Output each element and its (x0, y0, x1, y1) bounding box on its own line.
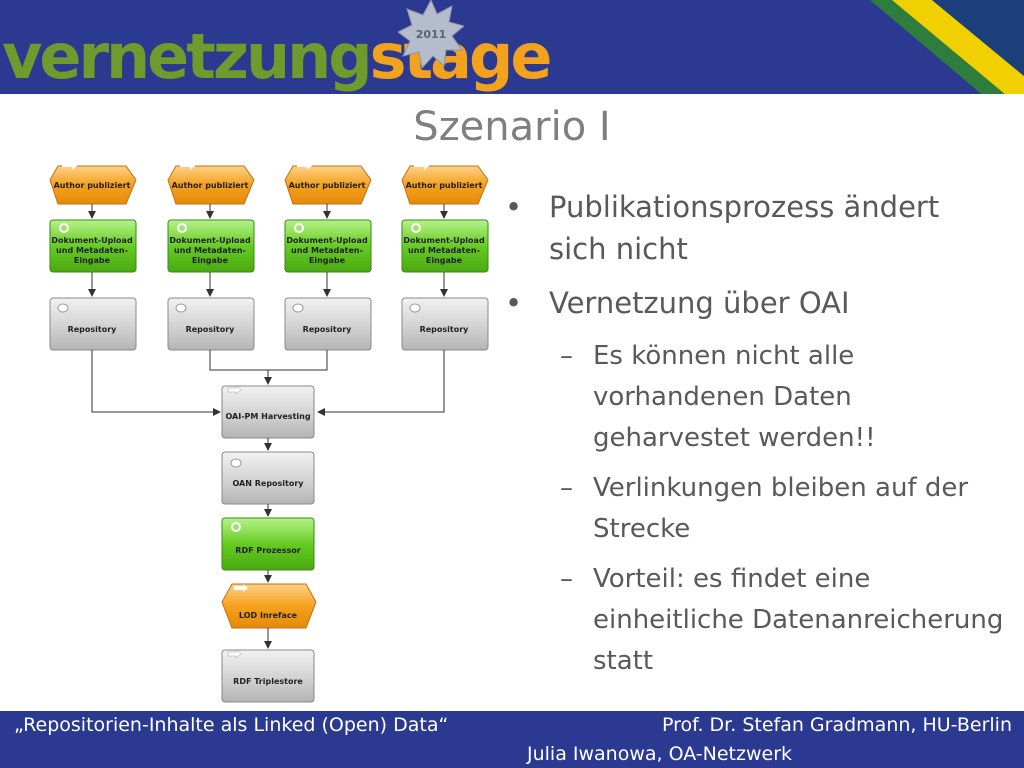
author-label: Author publiziert (289, 181, 366, 190)
function-upload (167, 219, 255, 273)
function-upload (49, 219, 137, 273)
bullet-dot-icon: • (505, 286, 523, 320)
bullet-item: • Publikationsprozess ändert sich nicht (505, 186, 1005, 270)
event-author-publiziert (401, 165, 489, 205)
column-1: Author publiziert Dokument-Upload und Me… (49, 160, 137, 351)
footer-author-2: Julia Iwanowa, OA-Netzwerk (527, 743, 793, 765)
storage-repository (167, 297, 255, 351)
bullet-dash-icon: – (560, 341, 573, 371)
event-arrow-icon (297, 160, 313, 170)
function-rdf-prozessor (221, 517, 315, 571)
subbullet-item: – Vorteil: es findet eine einheitliche D… (505, 559, 1005, 682)
storage-repository (284, 297, 372, 351)
triplestore-arrow-icon (227, 649, 242, 659)
corner-stripes (870, 0, 1024, 94)
upload-label-line-1: Dokument-Upload (169, 236, 251, 245)
logo: vernetzungstage (2, 20, 552, 93)
database-icon (57, 303, 69, 313)
event-lod-interface (221, 583, 317, 629)
storage-rdf-triplestore (221, 649, 315, 703)
function-gear-icon (59, 223, 69, 233)
slide-title: Szenario I (413, 104, 611, 150)
repository-label: Repository (420, 325, 470, 334)
function-upload (284, 219, 372, 273)
subbullet-item: – Es können nicht alle vorhandenen Daten… (505, 336, 1005, 459)
bullet-dash-icon: – (560, 564, 573, 594)
upload-label-line-1: Dokument-Upload (51, 236, 133, 245)
function-gear-icon (294, 223, 304, 233)
lod-label: LOD Inreface (239, 611, 298, 620)
database-icon (230, 458, 242, 468)
function-gear-icon (411, 223, 421, 233)
database-icon (292, 303, 304, 313)
process-diagram-svg: Author publiziert Dokument-Upload und Me… (49, 160, 489, 703)
upload-label-line-3: Eingabe (309, 256, 346, 265)
upload-label-line-1: Dokument-Upload (403, 236, 485, 245)
harvesting-label: OAI-PM Harvesting (225, 412, 310, 421)
event-arrow-icon (180, 160, 196, 170)
subbullet-text: Vorteil: es findet eine einheitliche Dat… (593, 564, 1004, 676)
badge-year-label: 2011 (416, 28, 447, 41)
upload-label-line-2: und Metadaten- (174, 246, 246, 255)
bullet-text: Publikationsprozess ändert sich nicht (549, 190, 940, 266)
repository-label: Repository (68, 325, 118, 334)
subbullet-text: Es können nicht alle vorhandenen Daten g… (593, 341, 876, 453)
upload-label-line-2: und Metadaten- (56, 246, 128, 255)
upload-label-line-3: Eingabe (426, 256, 463, 265)
harvesting-arrow-icon (227, 385, 242, 395)
author-label: Author publiziert (54, 181, 131, 190)
storage-repository (49, 297, 137, 351)
column-4: Author publiziert Dokument-Upload und Me… (401, 160, 489, 351)
harvest-connectors (91, 350, 445, 416)
upload-label-line-3: Eingabe (74, 256, 111, 265)
bullet-item: • Vernetzung über OAI (505, 282, 1005, 324)
repository-label: Repository (186, 325, 236, 334)
upload-label-line-3: Eingabe (192, 256, 229, 265)
function-gear-icon (231, 522, 241, 532)
header-band: vernetzungstage 2011 (0, 0, 1024, 94)
upload-label-line-1: Dokument-Upload (286, 236, 368, 245)
database-icon (409, 303, 421, 313)
storage-repository (401, 297, 489, 351)
bullet-dash-icon: – (560, 473, 573, 503)
author-label: Author publiziert (172, 181, 249, 190)
bullet-dot-icon: • (505, 190, 523, 224)
database-icon (175, 303, 187, 313)
event-author-publiziert (49, 165, 137, 205)
logo-part-vernetzung: vernetzung (2, 20, 373, 93)
event-arrow-icon (234, 584, 248, 592)
function-upload (401, 219, 489, 273)
author-label: Author publiziert (406, 181, 483, 190)
year-badge-star: 2011 (398, 0, 464, 70)
repository-label: Repository (303, 325, 353, 334)
upload-label-line-2: und Metadaten- (408, 246, 480, 255)
oan-label: OAN Repository (232, 479, 304, 488)
footer-author-1: Prof. Dr. Stefan Gradmann, HU-Berlin (662, 714, 1012, 736)
triplestore-label: RDF Triplestore (233, 677, 303, 686)
function-gear-icon (177, 223, 187, 233)
bullet-list: • Publikationsprozess ändert sich nicht … (505, 186, 1005, 691)
subbullet-item: – Verlinkungen bleiben auf der Strecke (505, 468, 1005, 550)
footer-talk-title: „Repositorien-Inhalte als Linked (Open) … (14, 714, 449, 736)
rdf-label: RDF Prozessor (235, 546, 300, 555)
event-arrow-icon (62, 160, 78, 170)
process-diagram: Author publiziert Dokument-Upload und Me… (44, 150, 500, 710)
column-2: Author publiziert Dokument-Upload und Me… (167, 160, 255, 351)
event-author-publiziert (167, 165, 255, 205)
subbullet-text: Verlinkungen bleiben auf der Strecke (593, 473, 969, 544)
column-3: Author publiziert Dokument-Upload und Me… (284, 160, 372, 351)
footer-band: „Repositorien-Inhalte als Linked (Open) … (0, 711, 1024, 768)
upload-label-line-2: und Metadaten- (291, 246, 363, 255)
bullet-text: Vernetzung über OAI (549, 286, 850, 320)
event-arrow-icon (414, 160, 430, 170)
event-author-publiziert (284, 165, 372, 205)
